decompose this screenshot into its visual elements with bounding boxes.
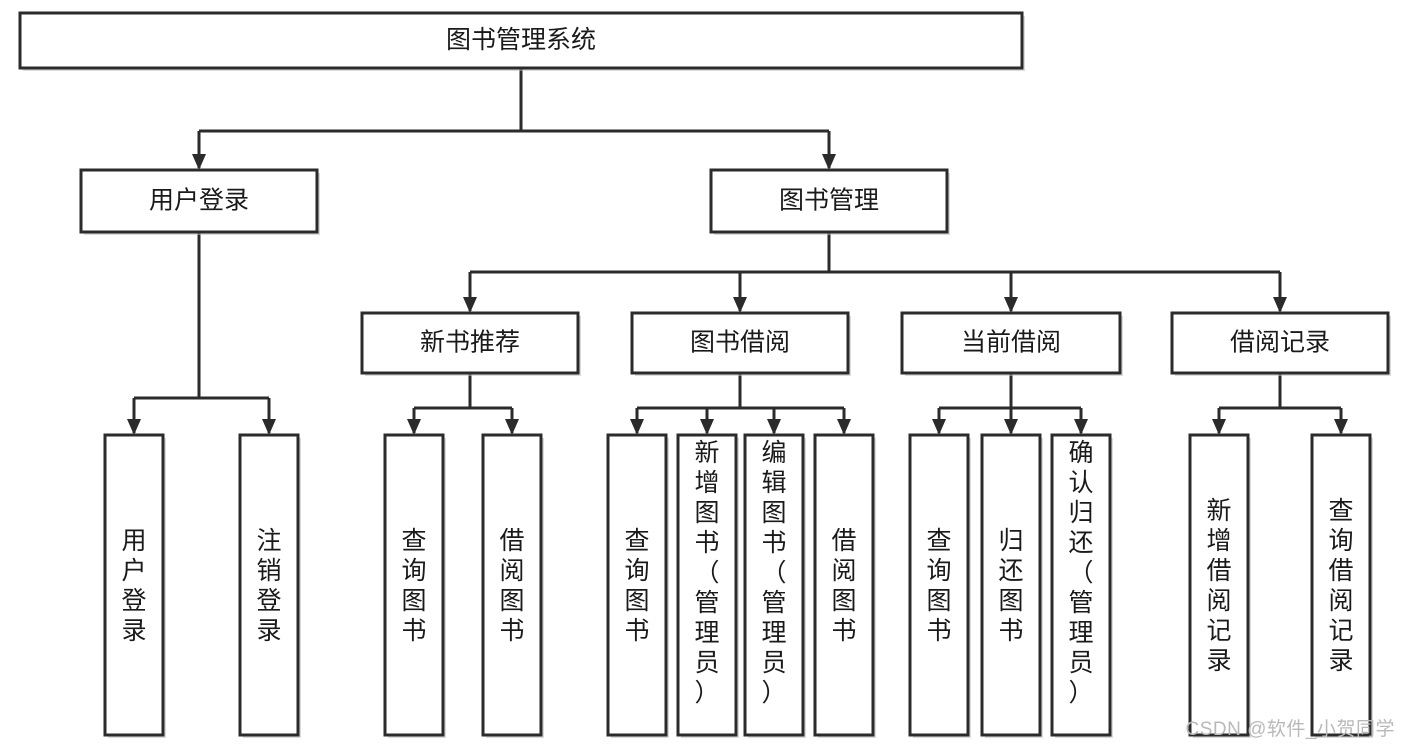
- node-leaf-user-logout[interactable]: 注销登录: [238, 433, 301, 738]
- node-leaf-return-book[interactable]: 归还图书: [980, 433, 1043, 738]
- node-label: 用户登录: [149, 187, 249, 215]
- conn-book-manage-to-level3: [463, 232, 1287, 313]
- node-label: 编辑图书（管理员）: [761, 439, 786, 707]
- node-label: 借阅图书: [499, 527, 524, 645]
- node-box[interactable]: [1310, 433, 1372, 737]
- node-leaf-add-book[interactable]: 新增图书（管理员）: [676, 433, 739, 738]
- node-box[interactable]: [743, 433, 805, 737]
- node-leaf-add-record[interactable]: 新增借阅记录: [1188, 433, 1251, 738]
- node-book-borrow[interactable]: 图书借阅: [630, 311, 851, 376]
- node-box[interactable]: [481, 433, 543, 737]
- node-label: 图书借阅: [690, 329, 790, 357]
- node-leaf-borrow-book-1[interactable]: 借阅图书: [481, 433, 544, 738]
- node-label: 新增图书（管理员）: [694, 439, 719, 707]
- node-box[interactable]: [18, 11, 1024, 70]
- node-box[interactable]: [1050, 433, 1112, 737]
- node-leaf-borrow-book-2[interactable]: 借阅图书: [813, 433, 876, 738]
- node-label: 图书管理: [779, 187, 879, 215]
- node-box[interactable]: [676, 433, 738, 737]
- node-label: 新增借阅记录: [1206, 497, 1231, 675]
- node-leaf-confirm-return[interactable]: 确认归还（管理员）: [1050, 433, 1113, 738]
- node-box[interactable]: [383, 433, 445, 737]
- connector-layer: [127, 68, 1348, 435]
- node-label: 查询借阅记录: [1328, 497, 1353, 675]
- node-leaf-query-book-1[interactable]: 查询图书: [383, 433, 446, 738]
- node-borrow-record[interactable]: 借阅记录: [1170, 311, 1391, 376]
- node-box[interactable]: [360, 311, 580, 375]
- node-layer: 图书管理系统用户登录图书管理新书推荐图书借阅当前借阅借阅记录用户登录注销登录查询…: [18, 11, 1391, 738]
- node-box[interactable]: [606, 433, 668, 737]
- node-box[interactable]: [103, 433, 165, 737]
- node-label: 查询图书: [926, 527, 951, 645]
- node-leaf-query-book-3[interactable]: 查询图书: [908, 433, 971, 738]
- node-label: 用户登录: [121, 527, 146, 645]
- node-box[interactable]: [900, 311, 1122, 375]
- conn-new-book-rec-to-leaves: [407, 373, 519, 435]
- node-box[interactable]: [1188, 433, 1250, 737]
- node-box[interactable]: [908, 433, 970, 737]
- node-leaf-query-record[interactable]: 查询借阅记录: [1310, 433, 1373, 738]
- conn-user-login-to-leaves: [127, 232, 276, 435]
- node-user-login[interactable]: 用户登录: [79, 168, 320, 235]
- node-label: 当前借阅: [961, 329, 1061, 357]
- node-root[interactable]: 图书管理系统: [18, 11, 1025, 71]
- node-box[interactable]: [980, 433, 1042, 737]
- node-box[interactable]: [79, 168, 319, 234]
- node-leaf-edit-book[interactable]: 编辑图书（管理员）: [743, 433, 806, 738]
- node-current-borrow[interactable]: 当前借阅: [900, 311, 1123, 376]
- conn-borrow-record-to-leaves: [1212, 373, 1348, 435]
- node-label: 新书推荐: [420, 329, 520, 357]
- conn-book-borrow-to-leaves: [630, 373, 851, 435]
- node-box[interactable]: [630, 311, 850, 375]
- node-label: 借阅图书: [831, 527, 856, 645]
- node-box[interactable]: [813, 433, 875, 737]
- node-label: 查询图书: [401, 527, 426, 645]
- node-box[interactable]: [709, 168, 949, 234]
- node-label: 查询图书: [624, 527, 649, 645]
- node-box[interactable]: [1170, 311, 1390, 375]
- conn-root-to-level2: [192, 68, 836, 170]
- node-label: 图书管理系统: [446, 26, 596, 54]
- node-new-book-rec[interactable]: 新书推荐: [360, 311, 581, 376]
- node-label: 确认归还（管理员）: [1068, 439, 1093, 707]
- conn-current-borrow-to-leaves: [932, 373, 1088, 435]
- node-leaf-user-login[interactable]: 用户登录: [103, 433, 166, 738]
- node-leaf-query-book-2[interactable]: 查询图书: [606, 433, 669, 738]
- node-box[interactable]: [238, 433, 300, 737]
- node-label: 归还图书: [998, 527, 1023, 645]
- node-book-manage[interactable]: 图书管理: [709, 168, 950, 235]
- node-label: 借阅记录: [1230, 329, 1330, 357]
- node-label: 注销登录: [256, 527, 281, 645]
